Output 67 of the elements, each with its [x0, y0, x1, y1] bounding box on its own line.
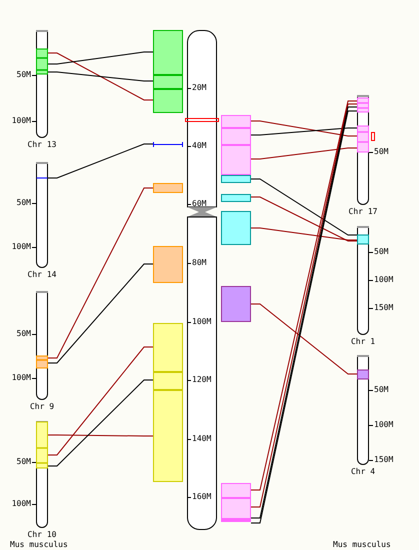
species-label: Mus musculus: [10, 541, 68, 549]
axis-label: 50M: [16, 71, 31, 79]
axis-label: 50M: [374, 386, 388, 394]
chromosome: [187, 30, 217, 530]
axis-label: 50M: [16, 458, 31, 466]
axis-label: 100M: [374, 421, 394, 429]
synteny-block: [221, 211, 251, 245]
synteny-line: [48, 264, 154, 364]
axis-label: 20M: [192, 84, 206, 92]
axis-label: 100M: [12, 243, 31, 251]
synteny-block: [153, 323, 183, 482]
axis-label: 150M: [374, 304, 394, 312]
synteny-line: [48, 52, 154, 100]
axis-label: 150M: [374, 456, 394, 464]
synteny-line: [250, 120, 358, 136]
axis-label: 100M: [12, 117, 31, 125]
synteny-block: [153, 246, 183, 283]
chromosome: [36, 291, 48, 400]
chromosome-label: Chr 17: [348, 208, 378, 216]
synteny-line: [48, 188, 154, 358]
axis-label: 50M: [16, 199, 31, 207]
axis-label: 80M: [192, 259, 206, 267]
chromosome-label: Chr 1: [350, 338, 376, 346]
synteny-line: [250, 228, 358, 240]
chromosome: [36, 421, 48, 528]
synteny-line: [48, 144, 154, 178]
axis-label: 120M: [192, 376, 212, 384]
chromosome-label: Chr 14: [28, 271, 56, 279]
synteny-block: [153, 183, 183, 193]
species-label: Mus musculus: [333, 541, 391, 549]
synteny-line: [250, 196, 358, 242]
synteny-block: [221, 286, 251, 322]
synteny-line: [250, 304, 358, 374]
axis-label: 50M: [16, 330, 31, 338]
axis-label: 160M: [192, 493, 212, 501]
chromosome: [36, 30, 48, 138]
axis-label: 140M: [192, 435, 212, 443]
chromosome: [357, 95, 369, 205]
synteny-block: [221, 115, 251, 175]
chromosome-label: Chr 13: [28, 141, 56, 149]
axis-label: 100M: [192, 318, 212, 326]
chromosome-label: Chr 10: [28, 531, 56, 539]
chromosome: [36, 162, 48, 268]
chromosome: [357, 226, 369, 335]
synteny-block: [153, 30, 183, 113]
synteny-line: [48, 52, 154, 64]
synteny-line: [48, 434, 154, 436]
synteny-block: [221, 194, 251, 202]
synteny-line: [250, 148, 358, 160]
chromosome-label: Chr 4: [350, 468, 376, 476]
axis-label: 100M: [12, 374, 31, 382]
synteny-line: [250, 178, 358, 236]
synteny-line: [48, 380, 154, 466]
synteny-line: [250, 128, 358, 136]
axis-label: 100M: [374, 276, 394, 284]
synteny-block: [221, 483, 251, 522]
synteny-marker: [153, 142, 183, 147]
axis-label: 60M: [192, 200, 206, 208]
axis-label: 50M: [374, 148, 388, 156]
chromosome-label: Chr 9: [30, 403, 54, 411]
axis-label: 40M: [192, 142, 206, 150]
axis-label: 100M: [12, 500, 31, 508]
synteny-line: [48, 346, 154, 456]
synteny-block: [221, 175, 251, 183]
chromosome: [357, 355, 369, 465]
axis-label: 50M: [374, 248, 388, 256]
synteny-line: [48, 72, 154, 82]
